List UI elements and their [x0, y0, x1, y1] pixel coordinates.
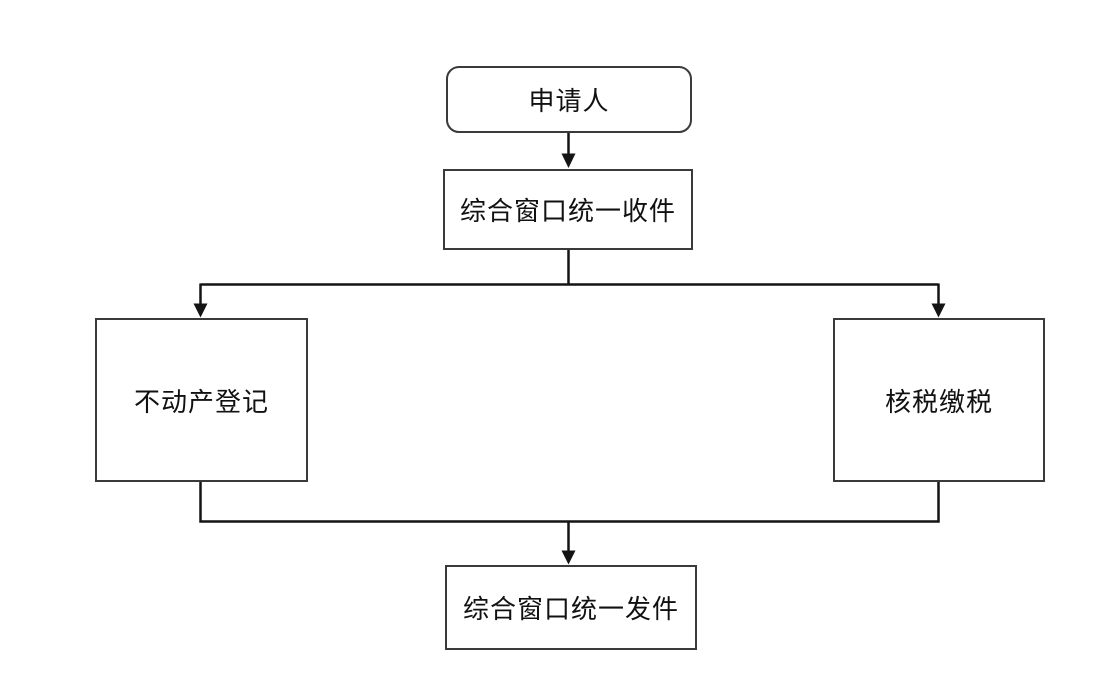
- node-registration: 不动产登记: [95, 318, 308, 482]
- node-label: 申请人: [528, 86, 610, 116]
- edge-merge-to-dispatch: [199, 482, 940, 565]
- node-label: 综合窗口统一发件: [462, 594, 679, 624]
- node-label: 核税缴税: [884, 386, 993, 417]
- node-dispatch: 综合窗口统一发件: [445, 565, 697, 650]
- edge-intake-branch: [193, 250, 946, 318]
- edge-applicant-to-intake: [561, 133, 576, 168]
- node-label: 不动产登记: [133, 386, 269, 417]
- node-intake: 综合窗口统一收件: [443, 169, 693, 250]
- node-applicant: 申请人: [446, 66, 692, 133]
- node-label: 综合窗口统一收件: [459, 196, 676, 226]
- node-tax: 核税缴税: [833, 318, 1045, 482]
